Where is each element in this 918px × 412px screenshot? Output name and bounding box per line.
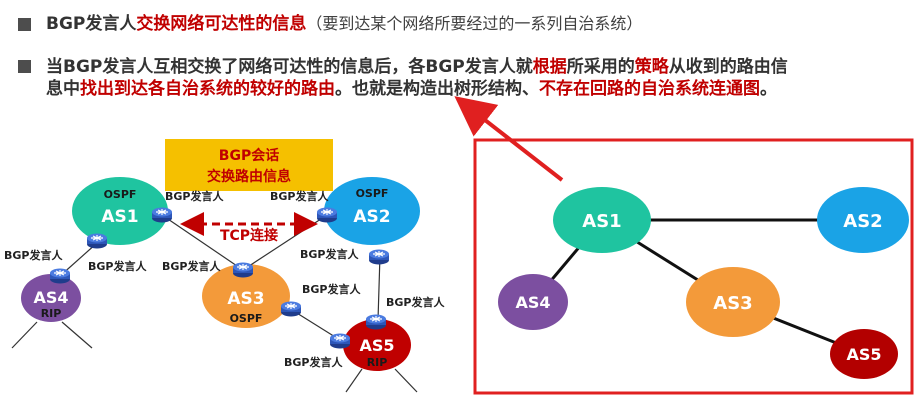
speaker-label: BGP发言人 — [88, 259, 147, 273]
router-icon — [49, 267, 71, 285]
ospf-label: OSPF — [356, 187, 389, 200]
ospf-label: OSPF — [230, 312, 263, 325]
as3-label: AS3 — [227, 289, 264, 309]
bullet-square — [18, 60, 31, 73]
speaker-label: BGP发言人 — [302, 282, 361, 296]
tree-as2-label: AS2 — [843, 211, 882, 232]
b2-l2-a: 息中 — [46, 79, 80, 99]
bullet-2-line-1: 当BGP发言人互相交换了网络可达性的信息后，各BGP发言人就根据所采用的策略从收… — [46, 56, 788, 78]
b1-red: 交换网络可达性的信息 — [136, 14, 307, 34]
as1-cloud — [72, 177, 168, 245]
pointer-arrow — [454, 96, 564, 182]
as5-label: AS5 — [359, 336, 394, 355]
tree-as3-label: AS3 — [713, 293, 752, 314]
speaker-label: BGP发言人 — [165, 189, 224, 203]
tree-as1-node — [553, 187, 651, 253]
router-icon — [280, 300, 302, 318]
rip-label: RIP — [367, 356, 388, 369]
b1-note: （要到达某个网络所要经过的一系列自治系统） — [306, 14, 643, 33]
as4-label: AS4 — [33, 288, 68, 307]
as3-cloud — [202, 264, 290, 328]
as5-cloud — [343, 319, 411, 371]
router-icon — [329, 332, 351, 350]
speaker-label: BGP发言人 — [162, 259, 221, 273]
tree-as4-node — [498, 274, 568, 330]
bullet-1-text: BGP发言人交换网络可达性的信息（要到达某个网络所要经过的一系列自治系统） — [46, 13, 642, 35]
session-subtitle: 交换路由信息 — [207, 168, 291, 185]
as2-cloud — [324, 177, 420, 245]
as2-label: AS2 — [353, 207, 390, 227]
router-icon — [316, 206, 338, 224]
tree-as4-label: AS4 — [515, 293, 550, 312]
tree-as5-node — [830, 329, 898, 379]
tcp-label: TCP连接 — [220, 227, 278, 244]
b2-l1-b: 所采用的 — [566, 57, 635, 77]
speaker-label: BGP发言人 — [386, 295, 445, 309]
bullet-2-line-2: 息中找出到达各自治系统的较好的路由。也就是构造出树形结构、不存在回路的自治系统连… — [46, 78, 777, 100]
b2-l1-c: 从收到的路由信 — [668, 57, 788, 77]
router-icon — [365, 313, 387, 331]
b2-l2-red1: 找出到达各自治系统的较好的路由 — [80, 79, 335, 99]
b1-plain: BGP发言人 — [46, 14, 137, 34]
tree-as1-label: AS1 — [582, 211, 621, 232]
b2-l2-red2: 不存在回路的自治系统连通图 — [539, 79, 760, 99]
router-icon — [368, 248, 390, 266]
tree-frame — [473, 138, 914, 395]
rip-label: RIP — [41, 307, 62, 320]
router-icon — [151, 206, 173, 224]
bullet-square — [18, 18, 31, 31]
b2-l2-b: 。也就是构造出树形结构、 — [335, 79, 539, 99]
ospf-label: OSPF — [104, 188, 137, 201]
b2-l2-c: 。 — [760, 79, 777, 99]
tree-as5-label: AS5 — [846, 345, 881, 364]
tree-as2-node — [817, 187, 909, 253]
as4-cloud — [21, 274, 81, 322]
router-icon — [86, 232, 108, 250]
router-icon — [232, 261, 254, 279]
b2-l1-red1: 根据 — [532, 57, 567, 77]
bgp-session-box — [165, 139, 333, 191]
speaker-label: BGP发言人 — [270, 189, 329, 203]
tree-as3-node — [686, 267, 780, 337]
speaker-label: BGP发言人 — [284, 355, 343, 369]
speaker-label: BGP发言人 — [300, 247, 359, 261]
b2-l1-a: 当BGP发言人互相交换了网络可达性的信息后，各BGP发言人就 — [46, 57, 533, 77]
b2-l1-red2: 策略 — [634, 57, 669, 77]
as1-label: AS1 — [101, 207, 138, 227]
session-title: BGP会话 — [219, 147, 279, 164]
speaker-label: BGP发言人 — [4, 248, 63, 262]
